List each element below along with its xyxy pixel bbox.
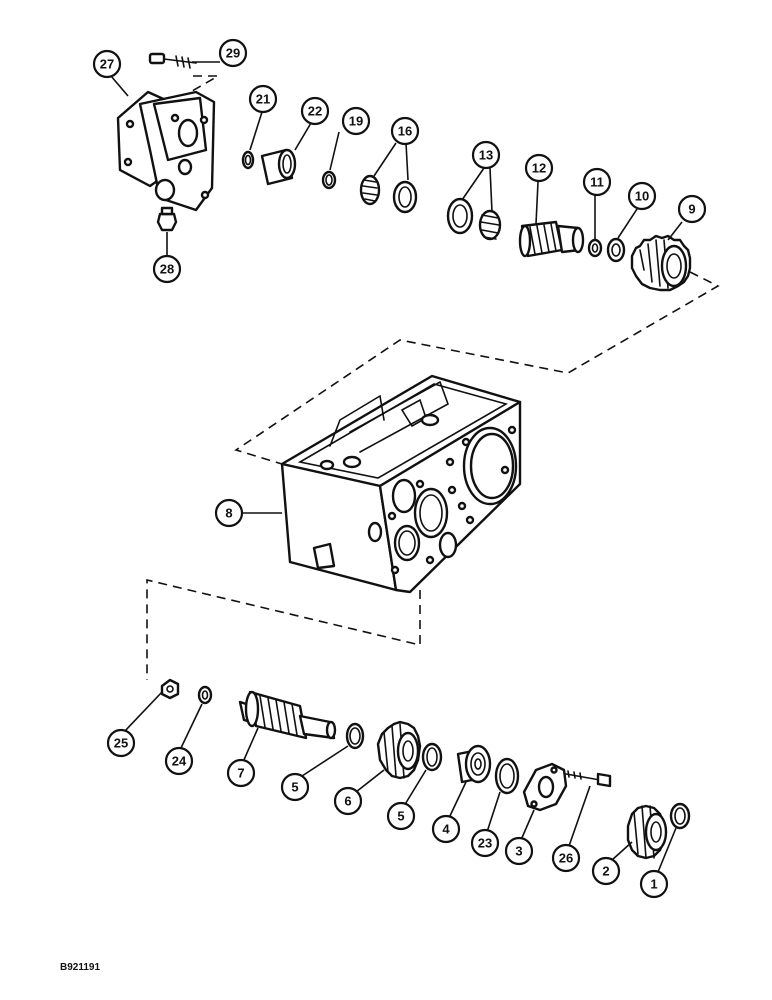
callout-25: 25 — [106, 728, 136, 758]
tapered-bearing-13 — [446, 197, 502, 241]
callout-label: 11 — [590, 175, 604, 190]
callout-5a: 5 — [280, 772, 310, 802]
callout-28: 28 — [152, 254, 182, 284]
nut-25 — [160, 678, 180, 700]
splined-shaft-12 — [518, 220, 585, 258]
callout-2: 2 — [591, 856, 621, 886]
callout-9: 9 — [677, 194, 707, 224]
figure-reference-code: B921191 — [60, 962, 100, 973]
sleeve-bushing-22 — [260, 148, 297, 186]
callout-16: 16 — [390, 116, 420, 146]
callout-1: 1 — [639, 869, 669, 899]
callout-label: 29 — [226, 46, 240, 61]
callout-label: 10 — [635, 189, 649, 204]
callout-label: 19 — [349, 114, 363, 129]
pump-housing-27 — [116, 90, 216, 212]
plug-28 — [156, 206, 178, 232]
washer-24 — [197, 685, 213, 705]
snap-ring-1 — [669, 802, 691, 830]
callout-label: 22 — [308, 104, 322, 119]
snap-ring-19 — [321, 170, 337, 190]
callout-label: 13 — [479, 148, 493, 163]
callout-label: 8 — [225, 506, 232, 521]
callout-label: 24 — [172, 754, 187, 769]
cap-screw-26 — [565, 770, 612, 788]
tapered-bearing-16 — [359, 174, 418, 214]
callout-label: 1 — [650, 877, 657, 892]
callout-13: 13 — [471, 140, 501, 170]
callout-7: 7 — [226, 758, 256, 788]
callout-label: 6 — [344, 794, 351, 809]
snap-ring-5b — [421, 742, 443, 772]
countershaft-7 — [238, 690, 337, 740]
callout-12: 12 — [524, 153, 554, 183]
callout-22: 22 — [300, 96, 330, 126]
shim-23 — [494, 757, 520, 795]
gear-6 — [376, 720, 422, 780]
callout-label: 26 — [559, 851, 573, 866]
callout-6: 6 — [333, 786, 363, 816]
snap-ring-21 — [241, 150, 255, 170]
callout-label: 27 — [100, 57, 114, 72]
callout-label: 7 — [237, 766, 244, 781]
ball-bearing-4 — [456, 744, 492, 784]
callout-19: 19 — [341, 106, 371, 136]
retainer-plate-3 — [522, 762, 568, 812]
callout-label: 9 — [688, 202, 695, 217]
snap-ring-5a — [345, 722, 365, 750]
callout-23: 23 — [470, 828, 500, 858]
callout-26: 26 — [551, 843, 581, 873]
callout-label: 3 — [515, 844, 522, 859]
bearing-10 — [606, 237, 626, 263]
callout-label: 28 — [160, 262, 174, 277]
callout-11: 11 — [582, 167, 612, 197]
callout-10: 10 — [627, 181, 657, 211]
callout-label: 25 — [114, 736, 128, 751]
callout-24: 24 — [164, 746, 194, 776]
assembly-guide-lines — [146, 75, 720, 680]
callout-label: 21 — [256, 92, 270, 107]
transmission-case-8 — [280, 374, 522, 594]
gear-2 — [626, 804, 668, 860]
callout-label: 23 — [478, 836, 492, 851]
callout-label: 16 — [398, 124, 412, 139]
gear-9 — [630, 234, 692, 292]
callout-8: 8 — [214, 498, 244, 528]
callout-3: 3 — [504, 836, 534, 866]
callout-label: 5 — [291, 780, 298, 795]
callout-27: 27 — [92, 49, 122, 79]
callout-29: 29 — [218, 38, 248, 68]
leader-lines — [110, 61, 683, 873]
callout-5b: 5 — [386, 801, 416, 831]
callout-4: 4 — [431, 814, 461, 844]
callout-label: 5 — [397, 809, 404, 824]
callout-label: 4 — [442, 822, 450, 837]
bolt-29 — [148, 52, 197, 69]
washer-11 — [587, 238, 603, 258]
callout-21: 21 — [248, 84, 278, 114]
callout-label: 2 — [602, 864, 609, 879]
callout-label: 12 — [532, 161, 546, 176]
